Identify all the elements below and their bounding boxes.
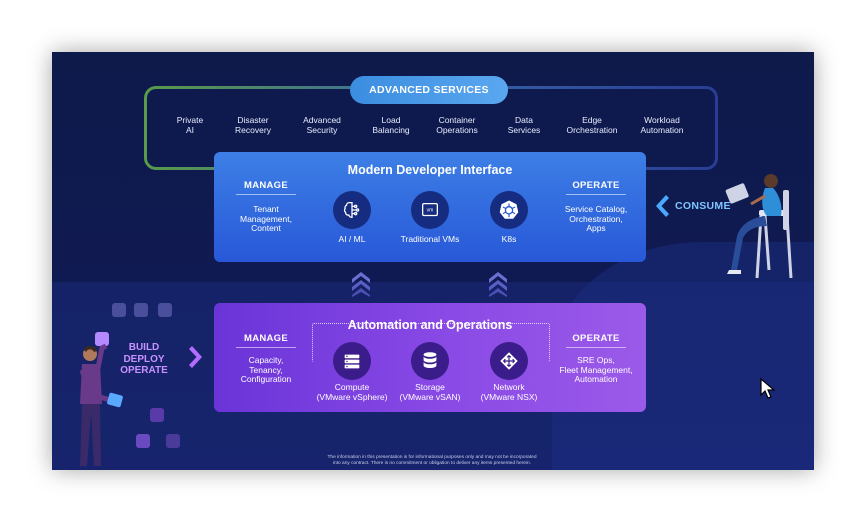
- service-edge-orchestration: Edge Orchestration: [566, 115, 618, 135]
- k8s-label: K8s: [501, 234, 517, 244]
- dotted-frame: [312, 323, 550, 362]
- service-load-balancing: Load Balancing: [372, 115, 410, 135]
- divider: [236, 347, 296, 348]
- chevron-left-icon: [656, 195, 669, 217]
- chevron-up-icon: [352, 272, 370, 297]
- build-deploy-operate-label: BUILD DEPLOY OPERATE: [120, 342, 168, 376]
- server-icon: [333, 342, 371, 380]
- brain-circuit-icon: [333, 191, 371, 229]
- service-data-services: Data Services: [507, 115, 541, 135]
- manage-heading: MANAGE: [243, 333, 289, 344]
- operate-text: SRE Ops, Fleet Management, Automation: [559, 355, 633, 384]
- database-icon: [411, 342, 449, 380]
- service-workload-automation: Workload Automation: [640, 115, 684, 135]
- seated-user-illustration: [725, 174, 793, 279]
- compute-label: Compute (VMware vSphere): [316, 382, 388, 402]
- advanced-services-title: ADVANCED SERVICES: [350, 76, 508, 104]
- divider: [236, 194, 296, 195]
- service-advanced-security: Advanced Security: [303, 115, 341, 135]
- automation-operations-title: Automation and Operations: [347, 318, 513, 332]
- mouse-cursor-icon: [760, 378, 776, 399]
- service-disaster-recovery: Disaster Recovery: [235, 115, 271, 135]
- kubernetes-icon: [490, 191, 528, 229]
- ai-ml-label: AI / ML: [338, 234, 366, 244]
- manage-heading: MANAGE: [243, 180, 289, 191]
- operate-heading: OPERATE: [572, 333, 620, 344]
- service-private-ai: Private AI: [176, 115, 204, 135]
- network-icon: [490, 342, 528, 380]
- manage-text: Capacity, Tenancy, Configuration: [240, 355, 292, 384]
- decorative-square: [158, 303, 172, 317]
- consume-label: CONSUME: [675, 200, 731, 212]
- developer-interface-panel: Modern Developer Interface MANAGE Tenant…: [214, 152, 646, 262]
- chevron-right-icon: [189, 346, 202, 368]
- automation-operations-panel: Automation and Operations MANAGE Capacit…: [214, 303, 646, 412]
- vm-icon: vm: [411, 191, 449, 229]
- decorative-square: [112, 303, 126, 317]
- operate-heading: OPERATE: [572, 180, 620, 191]
- disclaimer-text: The information in this presentation is …: [327, 455, 537, 466]
- vm-icon-glyph: vm: [427, 207, 434, 213]
- traditional-vms-label: Traditional VMs: [400, 234, 460, 244]
- manage-text: Tenant Management, Content: [240, 204, 292, 233]
- presentation-slide: ADVANCED SERVICES Private AI Disaster Re…: [52, 52, 814, 470]
- divider: [566, 347, 626, 348]
- chevron-up-icon: [489, 272, 507, 297]
- network-label: Network (VMware NSX): [480, 382, 538, 402]
- decorative-square: [166, 434, 180, 448]
- service-container-operations: Container Operations: [436, 115, 478, 135]
- decorative-square: [150, 408, 164, 422]
- decorative-square: [136, 434, 150, 448]
- divider: [566, 194, 626, 195]
- operate-text: Service Catalog, Orchestration, Apps: [564, 204, 628, 233]
- decorative-square: [95, 332, 109, 346]
- decorative-square: [134, 303, 148, 317]
- developer-interface-title: Modern Developer Interface: [347, 163, 513, 177]
- standing-user-illustration: [79, 343, 123, 466]
- storage-label: Storage (VMware vSAN): [399, 382, 461, 402]
